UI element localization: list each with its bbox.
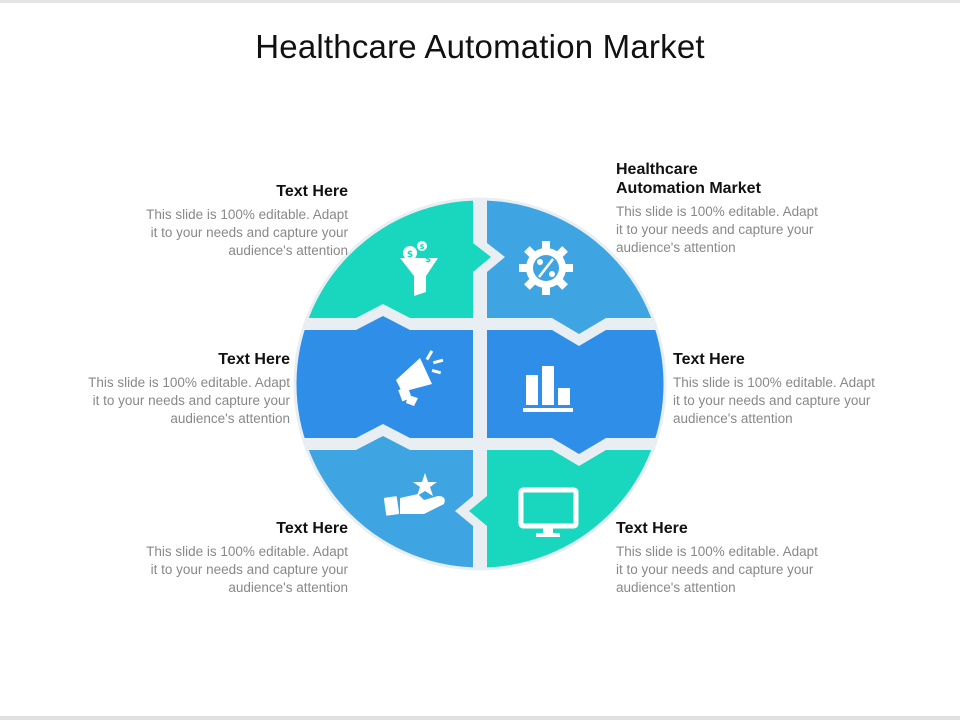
block-heading: Text Here	[218, 351, 290, 368]
block-description: This slide is 100% editable. Adapt it to…	[146, 544, 348, 595]
block-description: This slide is 100% editable. Adapt it to…	[616, 204, 818, 255]
top-border	[0, 0, 960, 3]
text-block-bottom-right: Text Here This slide is 100% editable. A…	[616, 519, 846, 597]
block-heading: Text Here	[616, 520, 688, 537]
money-funnel-icon: $ $ $	[400, 241, 438, 296]
svg-text:$: $	[425, 255, 431, 265]
block-description: This slide is 100% editable. Adapt it to…	[616, 544, 818, 595]
text-block-middle-right: Text Here This slide is 100% editable. A…	[673, 350, 903, 428]
svg-text:$: $	[407, 250, 413, 260]
text-block-top-right: Healthcare Automation Market This slide …	[616, 160, 846, 257]
slide-title: Healthcare Automation Market	[255, 28, 705, 65]
block-description: This slide is 100% editable. Adapt it to…	[88, 375, 290, 426]
text-block-top-left: Text Here This slide is 100% editable. A…	[118, 182, 348, 260]
block-heading: Text Here	[673, 351, 745, 368]
block-description: This slide is 100% editable. Adapt it to…	[673, 375, 875, 426]
block-description: This slide is 100% editable. Adapt it to…	[146, 207, 348, 258]
bottom-border	[0, 716, 960, 720]
star-hand-icon	[383, 473, 445, 516]
segment-middle-right	[487, 330, 664, 454]
text-block-middle-left: Text Here This slide is 100% editable. A…	[60, 350, 290, 428]
text-block-bottom-left: Text Here This slide is 100% editable. A…	[118, 519, 348, 597]
block-heading: Text Here	[276, 520, 348, 537]
circle-outline	[293, 197, 667, 571]
block-heading: Healthcare Automation Market	[616, 161, 761, 197]
bar-chart-icon	[523, 366, 573, 412]
svg-text:$: $	[420, 243, 425, 251]
percent-gear-icon	[519, 241, 573, 295]
megaphone-icon	[396, 350, 444, 406]
block-heading: Text Here	[276, 183, 348, 200]
monitor-icon	[518, 487, 579, 537]
segment-middle-left	[296, 316, 473, 438]
